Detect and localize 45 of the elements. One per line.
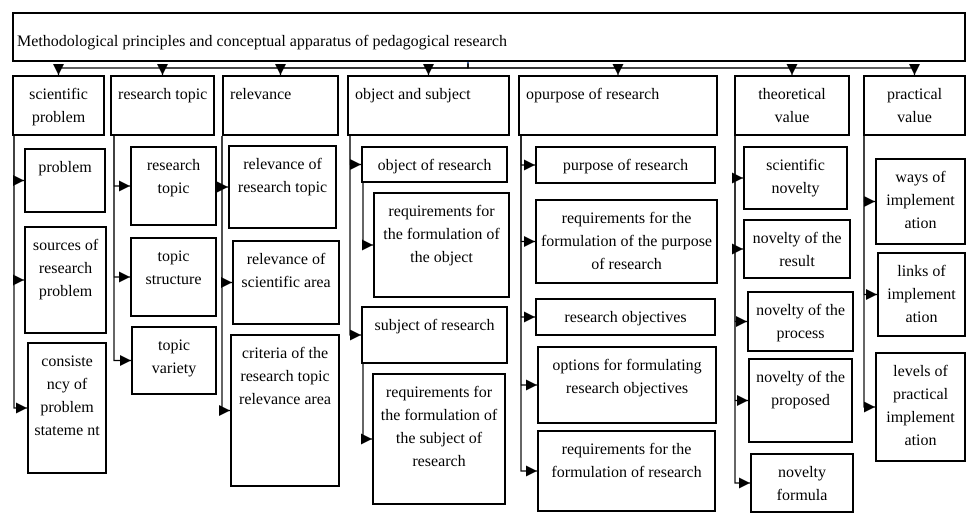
concept-box: requirements for the formulation of the object <box>373 192 510 298</box>
concept-box: novelty of the proposed <box>748 358 853 443</box>
category-box: theoretical value <box>734 75 850 136</box>
category-box: object and subject <box>347 75 510 136</box>
concept-box: sources of research problem <box>24 226 107 334</box>
arrow <box>13 136 27 414</box>
concept-box: consiste ncy of problem stateme nt <box>27 342 107 474</box>
concept-box: ways of implement ation <box>875 158 966 245</box>
concept-box: novelty of the process <box>747 291 854 352</box>
concept-box: criteria of the research topic relevance area <box>230 334 340 487</box>
arrow <box>361 364 372 444</box>
concept-box: subject of research <box>361 306 508 364</box>
arrow <box>467 62 920 75</box>
concept-box: novelty formula <box>750 453 854 513</box>
concept-box: problem <box>24 148 106 213</box>
concept-box: requirements for the formulation of the purpose of research <box>535 199 718 284</box>
concept-box: relevance of research topic <box>228 145 337 229</box>
category-box: practical value <box>863 75 966 136</box>
concept-box: topic variety <box>131 326 217 395</box>
title-box: Methodological principles and conceptual apparatus of pedagogical research <box>12 12 966 62</box>
concept-box: scientific novelty <box>743 146 848 210</box>
category-box: relevance <box>222 75 339 136</box>
concept-box: novelty of the result <box>743 219 851 279</box>
concept-box: links of implement ation <box>877 252 966 337</box>
arrow <box>423 62 469 75</box>
category-box: scientific problem <box>12 75 105 136</box>
arrow <box>734 136 750 488</box>
arrow <box>219 136 230 416</box>
concept-box: topic structure <box>130 237 217 317</box>
arrow <box>113 136 131 366</box>
concept-box: object of research <box>361 146 508 183</box>
concept-box: levels of practical implement ation <box>875 352 966 462</box>
arrow <box>863 136 875 412</box>
arrow <box>349 136 361 340</box>
concept-box: requirements for the formulation of research <box>537 430 716 512</box>
concept-box: requirements for the formulation of the subject of research <box>372 373 506 505</box>
concept-box: options for formulating research objectives <box>537 346 717 424</box>
arrow <box>362 183 373 250</box>
concept-box: relevance of scientific area <box>232 240 340 325</box>
concept-box: research topic <box>130 146 217 226</box>
concept-box: purpose of research <box>535 146 716 184</box>
arrow <box>520 136 537 476</box>
concept-box: research objectives <box>535 298 716 336</box>
category-box: opurpose of research <box>518 75 718 136</box>
category-box: research topic <box>110 75 215 136</box>
